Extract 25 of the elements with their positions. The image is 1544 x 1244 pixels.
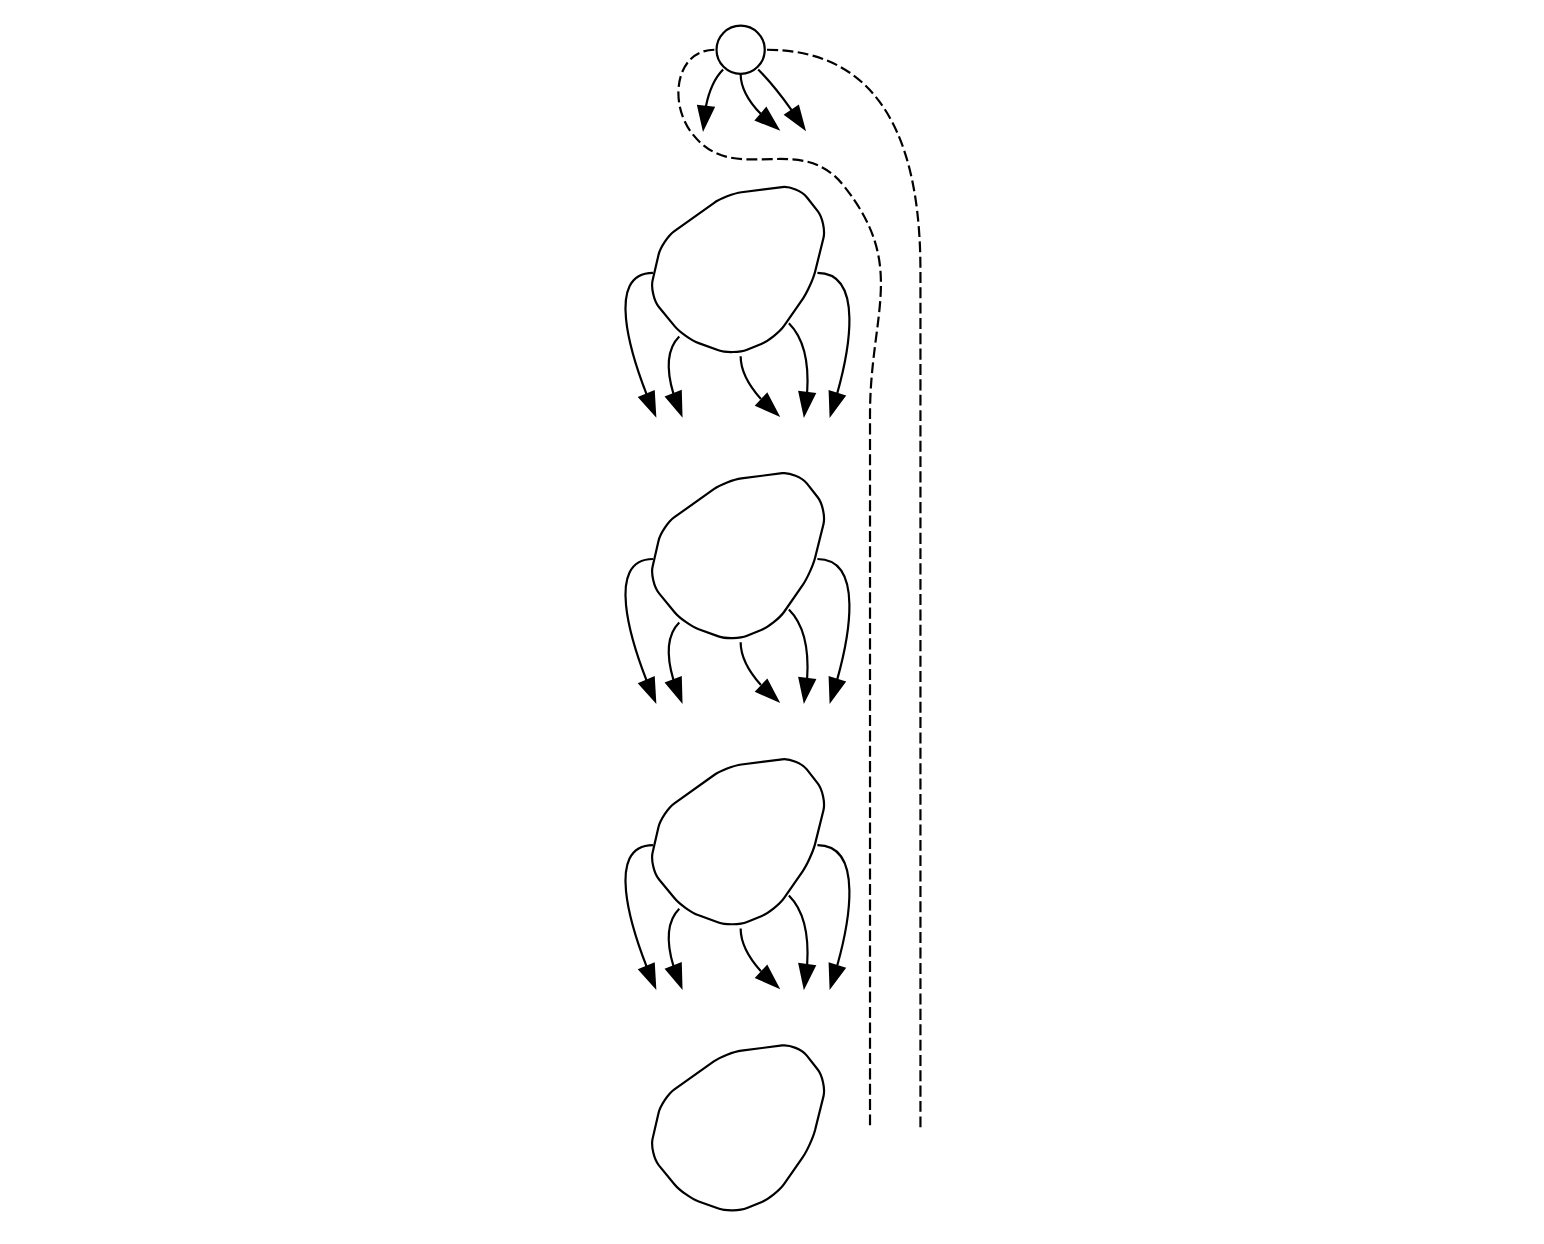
node-blob [650, 185, 825, 354]
arrow [816, 271, 850, 418]
arrow [623, 844, 656, 990]
arrow [623, 557, 656, 704]
arrow [663, 335, 682, 418]
arrow [695, 68, 723, 132]
node-blob [650, 472, 825, 640]
node-circle [714, 24, 765, 75]
arrow [816, 844, 850, 991]
arrow [787, 608, 816, 705]
arrow [738, 356, 780, 417]
arrow [787, 894, 816, 991]
arrow [738, 642, 780, 704]
arrow [816, 557, 850, 704]
arrow [756, 68, 806, 132]
arrow [738, 928, 780, 990]
arrow [663, 621, 682, 704]
arrow [623, 271, 656, 418]
arrow [738, 73, 780, 131]
node-blob [650, 1044, 825, 1212]
arrow [787, 322, 816, 418]
arrow [663, 907, 682, 990]
node-blob [650, 758, 825, 926]
connector [676, 48, 881, 1129]
connector [765, 48, 921, 1129]
